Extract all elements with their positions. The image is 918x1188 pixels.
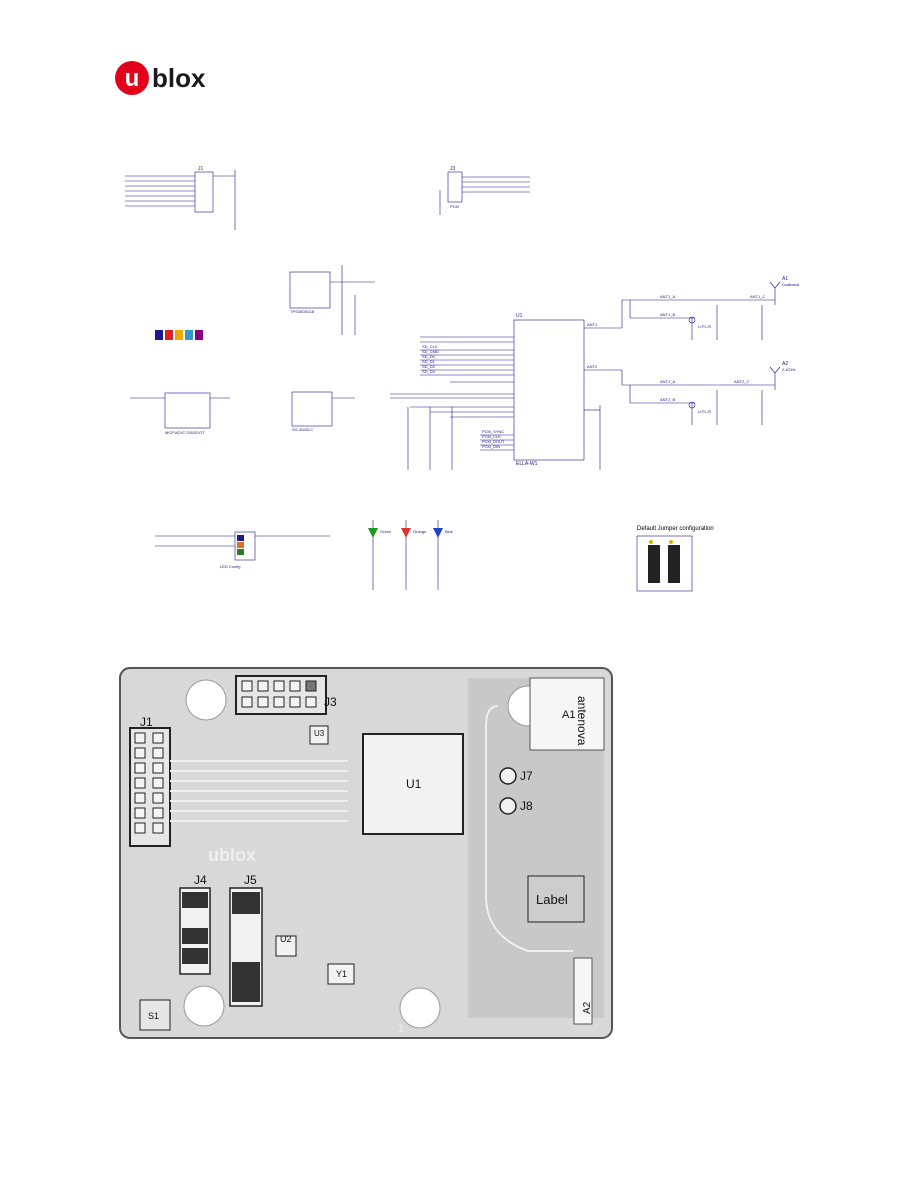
silk-ublox-logo: ublox <box>208 845 256 865</box>
j5-jumper-drawing <box>668 545 680 583</box>
u1-part: ELLA-W1 <box>516 461 538 467</box>
a1-antenna-module <box>529 677 605 751</box>
logo-wordmark: blox <box>152 63 206 93</box>
silk-j4: J4 <box>194 873 207 887</box>
j8-ufl-connector <box>499 797 517 815</box>
silk-pin1: 1 <box>398 1023 404 1035</box>
schematic-diagram: Default Jumper configuration J4 J5 U1 EL… <box>125 166 799 592</box>
blue-led-icon <box>433 528 443 538</box>
j1-connector <box>194 171 214 213</box>
silk-j8: J8 <box>520 799 533 813</box>
net-ant2a: ANT2_A <box>660 379 675 384</box>
sd-net-2: SD_D0 <box>422 354 436 359</box>
net-ant1a: ANT1_A <box>660 294 675 299</box>
a1-antenna-icon <box>769 281 781 289</box>
j7-connector-icon <box>688 316 696 324</box>
led-config-label: LED Config <box>220 564 240 569</box>
led-orange-label: Orange <box>413 529 427 534</box>
net-ant1c: ANT1_C <box>750 294 765 299</box>
pcb-board-view: J1 J3 J4 J5 J7 J8 U1 U2 U3 Y1 S1 A1 ante… <box>119 667 613 1039</box>
a2-label: A2 <box>782 361 788 367</box>
sd-net-0: SD_CLK <box>422 344 438 349</box>
sd-net-5: SD_D3 <box>422 369 436 374</box>
u2-chip <box>275 935 297 957</box>
silk-u2: U2 <box>280 934 292 944</box>
a2-antenna-icon <box>769 366 781 374</box>
silk-s1: S1 <box>148 1011 159 1021</box>
j3-label: J3 <box>450 166 456 172</box>
led-blue-label: Blue <box>445 529 454 534</box>
pcm-net-2: PCM_DOUT <box>482 439 505 444</box>
a2-note: 2.4GHz <box>782 367 796 372</box>
u3-supervisor <box>289 271 331 309</box>
mounting-hole-tl <box>185 679 227 721</box>
j3-connector <box>447 171 463 203</box>
silk-a1: A1 <box>562 709 575 721</box>
silk-a2: A2 <box>582 1001 593 1014</box>
pcm-net-3: PCM_DIN <box>482 444 500 449</box>
net-ant1b: ANT1_B <box>660 312 675 317</box>
u1-chip <box>362 733 464 835</box>
a2-antenna <box>573 957 593 1025</box>
silk-j1: J1 <box>140 715 153 729</box>
sd-net-1: SD_CMD <box>422 349 439 354</box>
a1-label: A1 <box>782 276 788 282</box>
silk-j7: J7 <box>520 769 533 783</box>
j7-ufl-connector <box>499 767 517 785</box>
u1-label: U1 <box>516 313 523 319</box>
ublox-logo: u blox <box>115 61 206 95</box>
j5-config-label: J5 <box>671 546 675 550</box>
u2-ldo <box>164 392 211 429</box>
logo-red-circle <box>115 61 149 95</box>
mounting-hole-bl <box>183 985 225 1027</box>
net-ant2c: ANT2_C <box>734 379 749 384</box>
j7-part: U.FL-R <box>698 324 711 329</box>
silk-u3: U3 <box>314 729 325 738</box>
y1-crystal <box>327 963 355 985</box>
silk-j3: J3 <box>324 695 337 709</box>
j1-label: J1 <box>198 166 204 172</box>
silk-y1: Y1 <box>336 969 347 979</box>
y1-part: SG-3040LC <box>292 427 313 432</box>
pcb-traces <box>170 705 573 952</box>
net-ant2b: ANT2_B <box>660 397 675 402</box>
u3-chip <box>309 725 329 745</box>
sd-net-4: SD_D2 <box>422 364 436 369</box>
jumper-config-title: Default Jumper configuration <box>637 526 714 532</box>
j3-note: PCM <box>450 204 459 209</box>
logo-u-mark: u <box>125 65 140 92</box>
config-jumper-colours <box>155 330 244 555</box>
j4-config-label: J4 <box>651 546 655 550</box>
silk-label: Label <box>536 892 568 907</box>
orange-led-icon <box>401 528 411 538</box>
y1-oscillator <box>291 391 333 427</box>
s1-switch <box>139 999 171 1031</box>
u3-part: TPS3808G18 <box>290 309 315 314</box>
silk-j5: J5 <box>244 873 257 887</box>
led-green-label: Green <box>380 529 391 534</box>
u2-part: MCP1824T-3302E/OT <box>165 430 205 435</box>
a1-note: Dualband <box>782 282 799 287</box>
silk-u1: U1 <box>406 777 422 791</box>
pcm-net-1: PCM_CLK <box>482 434 501 439</box>
j8-connector-icon <box>688 401 696 409</box>
j4-jumper-drawing <box>648 545 660 583</box>
label-area <box>527 875 585 923</box>
j8-part: U.FL-R <box>698 409 711 414</box>
green-led-icon <box>368 528 378 538</box>
jumper-config-box <box>636 535 693 592</box>
u1-module <box>513 319 585 461</box>
mounting-hole-br <box>399 987 441 1029</box>
pcm-net-0: PCM_SYNC <box>482 429 504 434</box>
net-ant1: ANT1 <box>587 322 598 327</box>
silk-antenova: antenova <box>575 696 589 746</box>
net-ant2: ANT2 <box>587 364 598 369</box>
sd-net-3: SD_D1 <box>422 359 436 364</box>
